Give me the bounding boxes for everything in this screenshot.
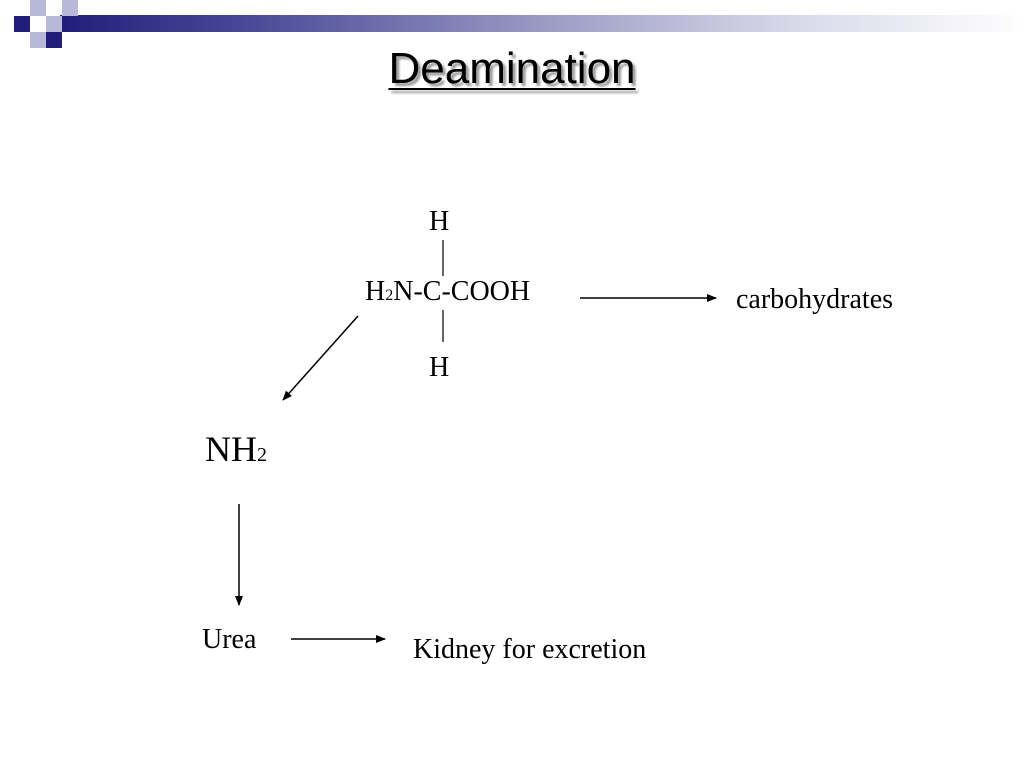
slide-title: Deamination bbox=[388, 44, 636, 93]
ammonia-subscript: 2 bbox=[257, 444, 267, 466]
urea-label: Urea bbox=[202, 624, 257, 655]
header-gradient-bar bbox=[60, 15, 1024, 32]
kidney-label: Kidney for excretion bbox=[413, 634, 647, 665]
carbohydrates-label: carbohydrates bbox=[736, 284, 894, 315]
formula-rest: N-C-COOH bbox=[393, 276, 531, 307]
formula-prefix: H bbox=[365, 276, 386, 307]
header-square-light bbox=[62, 0, 78, 16]
formula-subscript: 2 bbox=[385, 287, 394, 304]
header-square-light bbox=[30, 0, 46, 16]
header-square-dark bbox=[14, 16, 30, 32]
molecule-bottom-hydrogen: H bbox=[429, 352, 450, 383]
header-square-light bbox=[30, 32, 46, 48]
molecule-top-hydrogen: H bbox=[429, 206, 450, 237]
arrow-to-ammonia bbox=[282, 315, 359, 401]
ammonia-label: NH2 bbox=[205, 428, 267, 470]
ammonia-base: NH bbox=[205, 429, 257, 469]
molecule-formula: H2N-C-COOH bbox=[365, 276, 530, 308]
header-square-dark bbox=[46, 32, 62, 48]
header-square-light bbox=[46, 16, 62, 32]
